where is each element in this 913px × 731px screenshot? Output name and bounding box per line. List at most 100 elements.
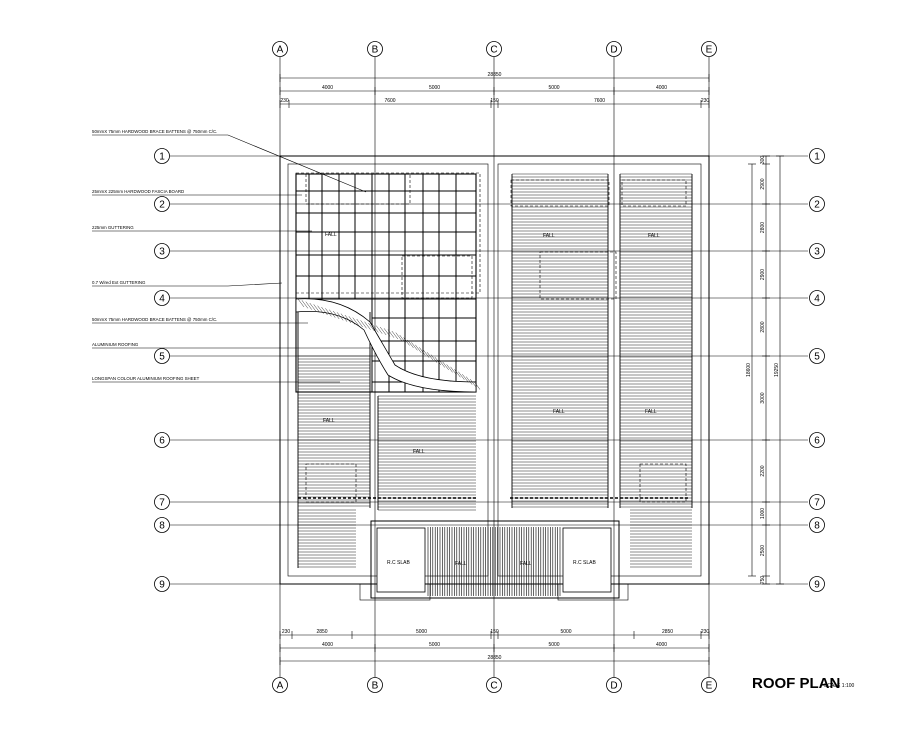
fall-label: FALL	[645, 409, 657, 415]
grid-bubble-label: B	[372, 45, 379, 56]
grid-bubble-circle	[809, 148, 825, 164]
grid-bubble-circle	[809, 196, 825, 212]
leader-lines	[92, 134, 370, 383]
right-segment-dimension-label: 2200	[760, 465, 766, 476]
annotation-4: 0.7 Wired Ext GUTTERING	[92, 280, 146, 285]
right-segment-dimension-label: 2900	[760, 178, 766, 189]
grid-bubble-circle	[486, 41, 502, 57]
grid-bubble-circle	[486, 677, 502, 693]
band-hatch-line	[333, 310, 340, 320]
grid-bubble: D	[606, 41, 622, 57]
band-hatch-line	[442, 361, 449, 371]
grid-bubble: E	[701, 41, 717, 57]
grid-bubble-circle	[809, 243, 825, 259]
grid-bubble: E	[701, 677, 717, 693]
grid-bubble-circle	[272, 677, 288, 693]
grid-bubble: 2	[154, 196, 170, 212]
grid-bubble-label: C	[490, 45, 497, 56]
grid-bubble-label: 6	[159, 436, 165, 447]
grid-bubble: 3	[809, 243, 825, 259]
band-hatch-line	[411, 342, 418, 351]
band-hatch-line	[458, 371, 465, 380]
grid-bubble-label: A	[277, 45, 284, 56]
fall-label: FALL	[413, 449, 425, 455]
grid-bubble: 1	[154, 148, 170, 164]
band-hatch-line	[301, 300, 309, 309]
grid-bubble-label: 1	[159, 152, 165, 163]
band-hatch-line	[383, 328, 391, 337]
band-hatch-line	[399, 334, 406, 344]
grid-bubble-circle	[154, 348, 170, 364]
grid-bubble-label: A	[277, 681, 284, 692]
grid-bubble: 9	[809, 576, 825, 592]
bottom-bay-dimension-label: 5000	[548, 642, 559, 648]
top-bay-dimension-label: 5000	[548, 85, 559, 91]
grid-bubble: 6	[809, 432, 825, 448]
band-hatch-line	[340, 313, 348, 322]
band-hatch-line	[376, 325, 383, 334]
right-segment-dimension-label: 2900	[760, 269, 766, 280]
fall-labels: FALL FALL FALL FALL FALL FALL FALL FALL …	[323, 232, 660, 567]
bottom-overall-dimension-label: 28850	[488, 655, 502, 661]
bottom-bay-dimension-label: 4000	[656, 642, 667, 648]
bottom-detail-dimension-label: 2850	[316, 629, 327, 635]
band-hatch-line	[352, 317, 359, 326]
band-hatch-line	[336, 312, 344, 321]
grid-bubble-circle	[154, 196, 170, 212]
grid-bubble: 9	[154, 576, 170, 592]
bottom-bay-dimension-label: 4000	[322, 642, 333, 648]
right-overall-dimension-label: 19250	[774, 363, 780, 377]
grid-bubble-circle	[154, 517, 170, 533]
band-hatch-line	[344, 314, 352, 324]
grid-bubble: 7	[154, 494, 170, 510]
grid-bubble-label: B	[372, 681, 379, 692]
band-hatch-line	[321, 306, 328, 316]
top-detail-dimension-label: 7600	[384, 98, 395, 104]
grid-bubble-circle	[606, 677, 622, 693]
top-detail-dimension-label: 7600	[594, 98, 605, 104]
grid-bubble: C	[486, 41, 502, 57]
top-overall-dimension-label: 28850	[488, 72, 502, 78]
slab-hatching	[427, 527, 561, 596]
band-hatch-line	[317, 305, 324, 314]
band-hatch-line	[372, 324, 379, 333]
grid-bubble-label: 3	[159, 247, 165, 258]
top-bay-dimension-label: 5000	[429, 85, 440, 91]
fall-label: FALL	[553, 409, 565, 415]
band-hatch-line	[415, 344, 422, 353]
fall-label: FALL	[543, 233, 555, 239]
band-hatch-line	[446, 364, 453, 373]
grid-bubble-label: 4	[814, 294, 820, 305]
right-segment-dimension-label: 1000	[760, 508, 766, 519]
bottom-detail-dimension-label: 5000	[560, 629, 571, 635]
band-hatch-line	[466, 376, 473, 385]
grid-bubble: 4	[154, 290, 170, 306]
band-hatch-line	[434, 356, 442, 366]
grid-bubble-circle	[809, 494, 825, 510]
band-hatch-line	[450, 366, 457, 375]
grid-bubble-circle	[367, 677, 383, 693]
band-hatch-line	[309, 302, 316, 312]
band-hatch-line	[360, 320, 367, 329]
right-segment-dimension-label: 750	[760, 576, 766, 585]
grid-bubble-label: 9	[814, 580, 820, 591]
grid-bubble-circle	[154, 290, 170, 306]
grid-bubble: 5	[809, 348, 825, 364]
bottom-detail-dimension-label: 2850	[662, 629, 673, 635]
grid-bubble-circle	[809, 290, 825, 306]
slab-boxes	[376, 527, 612, 593]
top-detail-dimension-label: 230	[280, 98, 289, 104]
top-detail-dimension-label: 150	[490, 98, 499, 104]
grid-bubble: D	[606, 677, 622, 693]
grid-bubble-circle	[272, 41, 288, 57]
right-segment-dimension-label: 300	[760, 156, 766, 165]
top-detail-dimension-label: 230	[701, 98, 710, 104]
right-inner-dimension-label: 18600	[746, 363, 752, 377]
grid-bubble: 5	[154, 348, 170, 364]
band-hatch-line	[419, 347, 426, 356]
fall-label: FALL	[323, 418, 335, 424]
grid-bubble-label: D	[610, 45, 617, 56]
grid-bubble-label: 7	[159, 498, 165, 509]
bottom-detail-dimension-label: 150	[490, 629, 499, 635]
